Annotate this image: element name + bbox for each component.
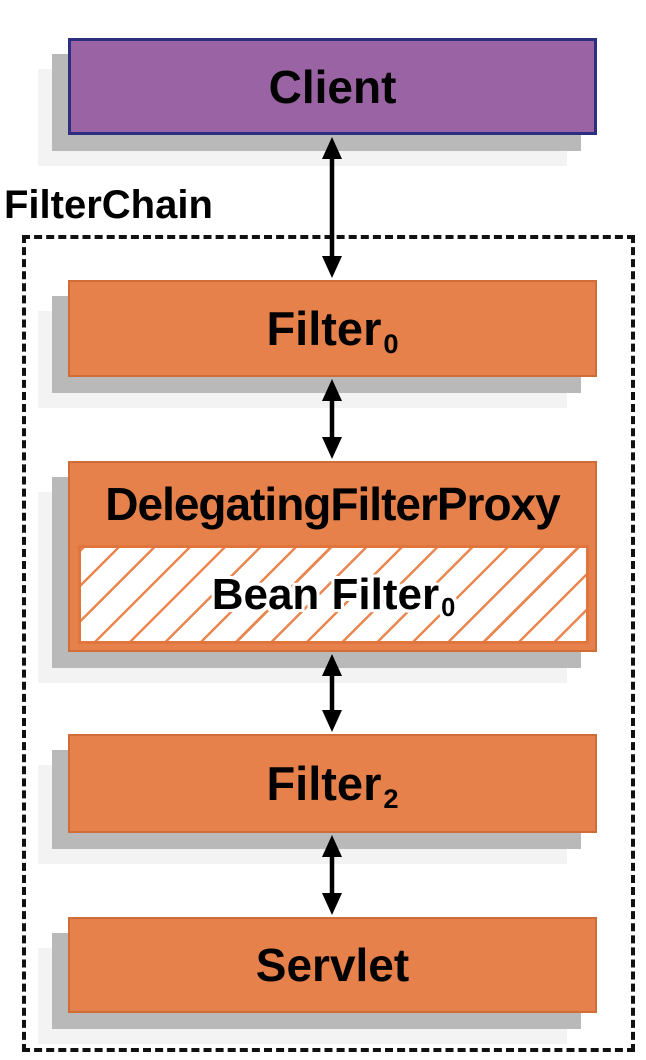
servlet-label: Servlet (255, 939, 410, 991)
node-servlet: Servlet (68, 917, 597, 1013)
filter2-subscript: 2 (383, 782, 399, 814)
arrow-proxy-filter2-icon (322, 654, 342, 732)
filter2-label: Filter (266, 757, 382, 810)
bean-filter-subscript: 0 (441, 593, 456, 622)
arrow-filter2-servlet-icon (322, 835, 342, 915)
node-client: Client (68, 38, 597, 135)
filter0-label: Filter (266, 302, 382, 355)
client-label: Client (268, 60, 397, 113)
filterchain-container (22, 235, 635, 1052)
filter0-subscript: 0 (383, 327, 399, 359)
bean-filter-label: Bean Filter (211, 569, 440, 619)
arrow-filter0-proxy-icon (322, 379, 342, 459)
arrow-client-filter0-icon (322, 137, 342, 278)
filterchain-label: FilterChain (4, 183, 213, 227)
delegating-filter-proxy-label: DelegatingFilterProxy (105, 478, 560, 530)
